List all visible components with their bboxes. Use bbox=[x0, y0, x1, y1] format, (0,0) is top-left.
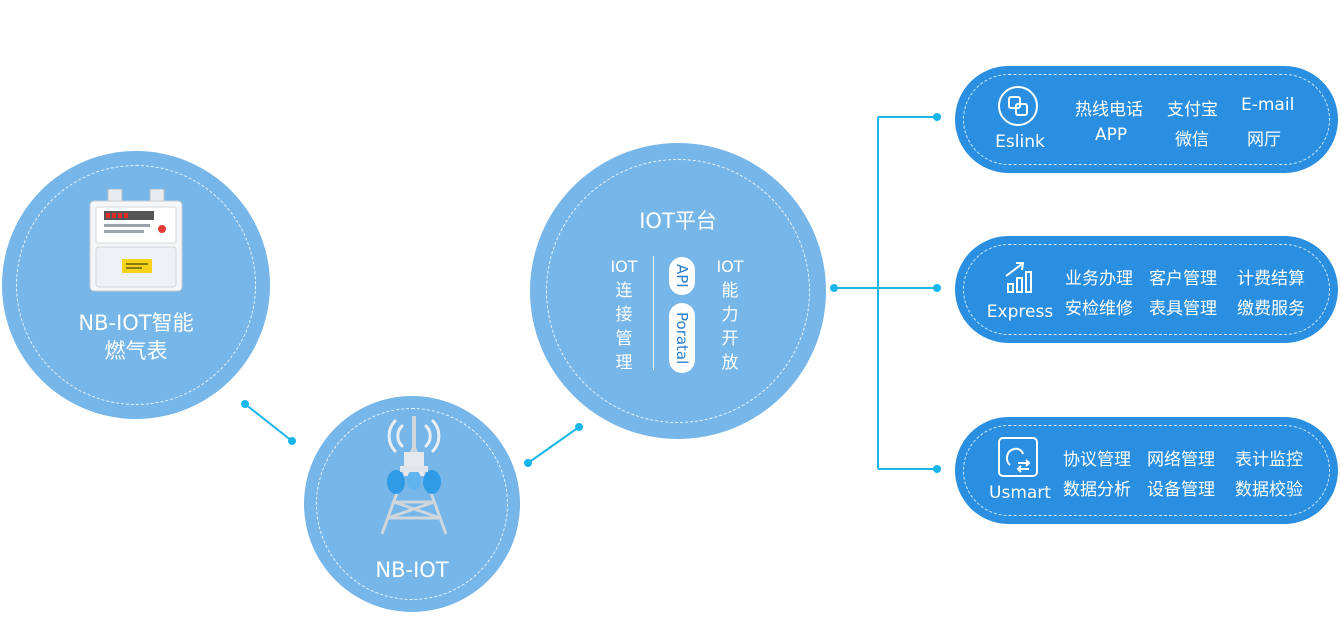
service-item: 计费结算 bbox=[1237, 269, 1305, 289]
service-eslink: Eslink 热线电话 支付宝 E-mail APP 微信 网厅 bbox=[955, 66, 1338, 173]
service-item: 网厅 bbox=[1247, 130, 1281, 150]
service-item: 客户管理 bbox=[1149, 269, 1217, 289]
connector-dot bbox=[288, 437, 296, 445]
express-name: Express bbox=[986, 302, 1054, 322]
connector-dot bbox=[830, 284, 838, 292]
nbiot-node: NB-IOT bbox=[304, 396, 520, 612]
service-item: 热线电话 bbox=[1075, 100, 1143, 120]
meter-to-nbiot-line bbox=[244, 403, 293, 442]
service-item: 数据分析 bbox=[1063, 480, 1131, 500]
service-item: 数据校验 bbox=[1235, 480, 1303, 500]
service-express: Express 业务办理 客户管理 计费结算 安检维修 表具管理 缴费服务 bbox=[955, 236, 1338, 343]
api-badge: API bbox=[669, 257, 695, 295]
portal-badge: Poratal bbox=[669, 303, 695, 373]
usmart-name: Usmart bbox=[989, 483, 1051, 503]
connector-dot bbox=[933, 113, 941, 121]
eslink-name: Eslink bbox=[995, 132, 1045, 152]
meter-label-line2: 燃气表 bbox=[104, 339, 168, 363]
service-usmart: Usmart 协议管理 网络管理 表计监控 数据分析 设备管理 数据校验 bbox=[955, 417, 1338, 524]
connector-dot bbox=[575, 423, 583, 431]
bar-chart-trend-icon bbox=[1005, 262, 1032, 293]
service-item: 支付宝 bbox=[1167, 100, 1218, 120]
meter-label-line1: NB-IOT智能 bbox=[78, 311, 194, 335]
service-item: 网络管理 bbox=[1147, 450, 1215, 470]
platform-title: IOT平台 bbox=[639, 209, 717, 233]
nbiot-label: NB-IOT bbox=[375, 558, 449, 582]
connector-dot bbox=[524, 459, 532, 467]
smart-gas-meter-node: NB-IOT智能 燃气表 bbox=[2, 151, 270, 419]
connector-dot bbox=[933, 465, 941, 473]
capability-open-label: IOT 能 力 开 放 bbox=[716, 257, 744, 373]
service-item: 缴费服务 bbox=[1237, 299, 1305, 319]
service-item: 微信 bbox=[1175, 130, 1209, 150]
platform-divider bbox=[653, 256, 654, 370]
service-item: 协议管理 bbox=[1063, 450, 1131, 470]
cell-tower-icon bbox=[380, 416, 448, 535]
iot-platform-node: IOT平台 IOT 连 接 管 理 API Poratal IOT 能 力 开 … bbox=[530, 143, 826, 439]
service-item: 安检维修 bbox=[1065, 299, 1133, 319]
smart-exchange-icon bbox=[998, 437, 1038, 477]
service-item: 表具管理 bbox=[1149, 299, 1217, 319]
service-item: 表计监控 bbox=[1235, 450, 1303, 470]
service-item: 设备管理 bbox=[1147, 480, 1215, 500]
nbiot-to-platform-line bbox=[527, 426, 580, 464]
eslink-logo-icon bbox=[998, 86, 1038, 126]
connector-dot bbox=[241, 400, 249, 408]
connection-management-label: IOT 连 接 管 理 bbox=[610, 257, 638, 373]
service-item: APP bbox=[1095, 125, 1128, 145]
gas-meter-icon bbox=[89, 189, 183, 292]
connector-dot bbox=[933, 284, 941, 292]
service-item: E-mail bbox=[1241, 95, 1295, 115]
service-item: 业务办理 bbox=[1065, 269, 1133, 289]
